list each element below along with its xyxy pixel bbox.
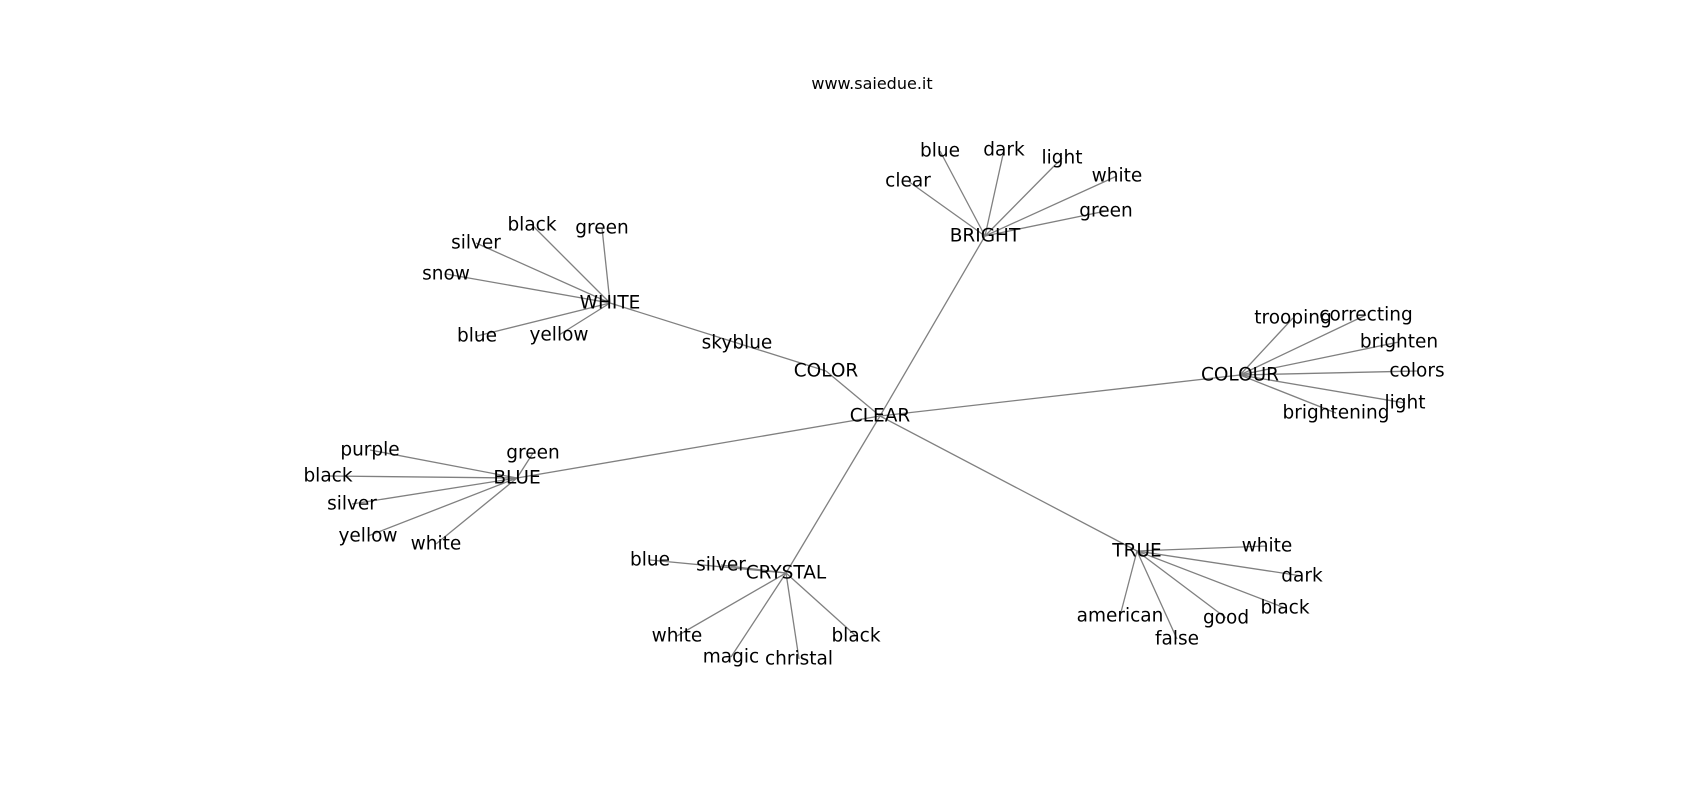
edge-crystal-cr-white — [676, 572, 787, 637]
node-bl-black: black — [303, 466, 352, 487]
edge-crystal-cr-black — [785, 572, 857, 637]
edge-white-w-yellow — [558, 302, 611, 336]
node-co-light: light — [1384, 393, 1425, 414]
edge-colour-co-correcting — [1239, 314, 1367, 376]
node-cr-white: white — [652, 626, 703, 647]
edge-white-w-green — [601, 227, 611, 304]
node-w-snow: snow — [422, 264, 470, 285]
graph-nodes: CLEAR COLOR skyblue WHITE black green silver sn… — [303, 140, 1444, 670]
edge-blue-bl-yellow — [367, 477, 518, 537]
node-cr-christal: christal — [765, 649, 833, 670]
node-w-silver: silver — [451, 233, 501, 254]
edge-clear-colour — [879, 374, 1241, 417]
edge-clear-true — [879, 415, 1138, 552]
node-br-dark: dark — [983, 140, 1025, 161]
node-co-brighten: brighten — [1360, 332, 1438, 353]
edge-colour-co-light — [1239, 374, 1406, 404]
edge-blue-bl-white — [435, 477, 518, 545]
node-color: COLOR — [794, 361, 859, 382]
edge-colour-co-trooping — [1239, 317, 1294, 376]
node-bl-yellow: yellow — [338, 526, 397, 547]
node-tr-american: american — [1077, 606, 1164, 627]
node-cr-silver: silver — [696, 555, 746, 576]
edge-crystal-cr-silver — [720, 564, 787, 574]
node-bl-white: white — [411, 534, 462, 555]
node-co-brightening: brightening — [1283, 403, 1390, 424]
node-co-colors: colors — [1389, 361, 1444, 382]
node-w-blue: blue — [457, 326, 497, 347]
edge-white-w-snow — [445, 273, 611, 304]
edge-bright-br-dark — [984, 149, 1005, 237]
node-crystal: CRYSTAL — [746, 563, 827, 584]
edge-clear-blue — [516, 415, 881, 479]
node-bl-silver: silver — [327, 494, 377, 515]
node-br-white: white — [1092, 166, 1143, 187]
node-w-green: green — [575, 218, 628, 239]
edge-bright-br-green — [984, 210, 1107, 237]
edge-bright-br-white — [984, 175, 1118, 237]
edge-blue-bl-purple — [369, 449, 518, 479]
edge-true-tr-false — [1136, 550, 1178, 640]
edge-crystal-cr-christal — [785, 572, 800, 660]
node-co-correcting: correcting — [1319, 305, 1412, 326]
edge-bright-br-blue — [939, 150, 986, 237]
node-bright: BRIGHT — [950, 226, 1021, 247]
edge-blue-bl-green — [516, 452, 534, 479]
edge-white-w-blue — [476, 302, 611, 337]
node-br-clear: clear — [885, 171, 931, 192]
node-br-light: light — [1041, 148, 1082, 169]
node-tr-black: black — [1260, 598, 1309, 619]
edge-true-tr-black — [1136, 550, 1286, 609]
node-cr-magic: magic — [703, 647, 759, 668]
node-br-green: green — [1079, 201, 1132, 222]
edge-skyblue-white — [609, 302, 738, 344]
node-tr-white: white — [1242, 536, 1293, 557]
node-colour: COLOUR — [1201, 365, 1279, 386]
edge-color-skyblue — [736, 342, 827, 372]
edge-colour-co-colors — [1239, 370, 1418, 376]
node-br-blue: blue — [920, 141, 960, 162]
edge-true-tr-dark — [1136, 550, 1303, 577]
edge-colour-co-brighten — [1239, 341, 1400, 376]
edge-clear-bright — [879, 235, 986, 417]
node-cr-black: black — [831, 626, 880, 647]
edge-colour-co-brightening — [1239, 374, 1337, 414]
node-skyblue: skyblue — [702, 333, 773, 354]
node-blue: BLUE — [493, 468, 540, 489]
node-true: TRUE — [1111, 541, 1161, 562]
node-tr-false: false — [1155, 629, 1199, 650]
node-w-black: black — [507, 215, 556, 236]
edge-true-tr-white — [1136, 545, 1268, 552]
edge-white-w-silver — [475, 242, 611, 304]
node-co-trooping: trooping — [1254, 308, 1331, 329]
edge-blue-bl-black — [327, 475, 518, 479]
node-bl-purple: purple — [340, 440, 399, 461]
node-tr-dark: dark — [1281, 566, 1323, 587]
node-cr-blue: blue — [630, 550, 670, 571]
node-clear: CLEAR — [850, 406, 911, 427]
edge-white-w-black — [531, 224, 611, 304]
edge-true-tr-american — [1119, 550, 1138, 617]
edge-blue-bl-silver — [351, 477, 518, 505]
edge-bright-br-light — [984, 157, 1063, 237]
edge-clear-color — [825, 370, 881, 417]
edge-clear-crystal — [785, 415, 881, 574]
node-tr-good: good — [1203, 608, 1249, 629]
edge-crystal-cr-magic — [730, 572, 787, 658]
node-w-yellow: yellow — [529, 325, 588, 346]
edge-bright-br-clear — [907, 180, 986, 237]
site-title: www.saiedue.it — [811, 74, 932, 93]
edge-true-tr-good — [1136, 550, 1227, 619]
node-bl-green: green — [506, 443, 559, 464]
graph-edges — [327, 149, 1418, 660]
node-white: WHITE — [580, 293, 641, 314]
